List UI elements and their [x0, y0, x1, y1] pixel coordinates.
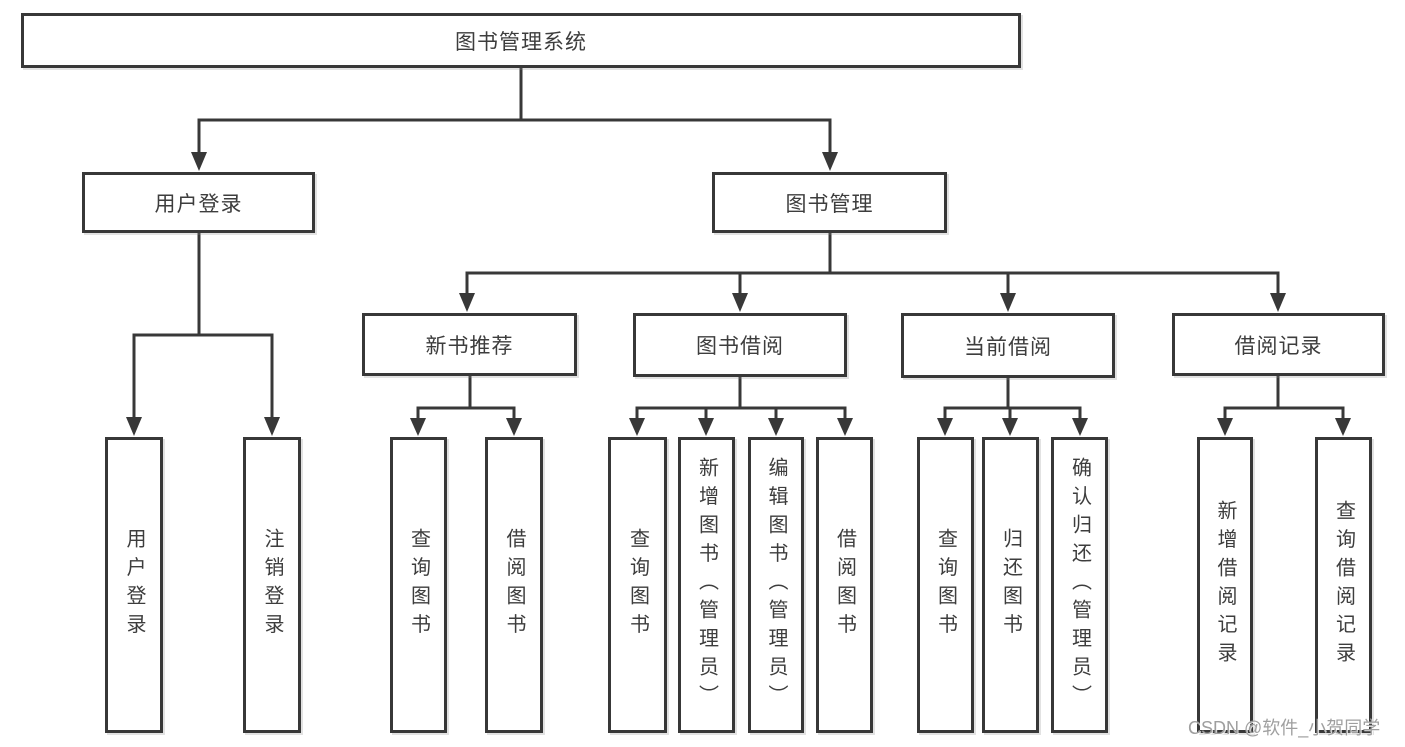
leaf-logout: 注销登录: [243, 437, 301, 733]
arrowhead-book-mgmt: [822, 152, 838, 171]
leaf-return-books: 归还图书: [982, 437, 1039, 733]
leaf-label: 注销登录: [261, 528, 283, 642]
arrowhead-leaf: [629, 418, 645, 436]
arrowhead-leaf: [937, 418, 953, 436]
leaf-label: 查询借阅记录: [1332, 499, 1355, 671]
arrowhead-leaf: [1072, 418, 1088, 436]
arrowhead-leaf: [126, 417, 142, 436]
node-borrow-records: 借阅记录: [1172, 313, 1385, 376]
leaf-borrow-books: 借阅图书: [816, 437, 873, 733]
leaf-borrow-books-recommend: 借阅图书: [485, 437, 543, 733]
leaf-confirm-return-admin: 确认归还（管理员）: [1051, 437, 1108, 733]
leaf-label: 新增借阅记录: [1214, 499, 1236, 671]
arrowhead-level3: [459, 293, 475, 312]
leaf-user-login: 用户登录: [105, 437, 163, 733]
arrowhead-leaf: [1335, 418, 1351, 436]
node-current-borrow-label: 当前借阅: [964, 335, 1052, 359]
arrowhead-level3: [1270, 293, 1286, 312]
node-book-borrow-label: 图书借阅: [696, 335, 784, 358]
node-borrow-records-label: 借阅记录: [1234, 334, 1323, 358]
leaf-label: 新增图书（管理员）: [695, 457, 718, 713]
watermark-text: CSDN @软件_小贺同学: [1188, 718, 1381, 738]
arrowhead-leaf: [264, 417, 280, 436]
arrowhead-level3: [732, 293, 748, 312]
leaf-edit-books-admin: 编辑图书（管理员）: [748, 437, 804, 733]
leaf-label: 借阅图书: [503, 528, 525, 642]
arrowhead-leaf: [1217, 418, 1233, 436]
arrowhead-leaf: [698, 418, 714, 436]
node-new-book-recommend: 新书推荐: [362, 313, 577, 376]
node-book-borrow: 图书借阅: [633, 313, 847, 377]
node-user-login: 用户登录: [82, 172, 315, 233]
node-user-login-label: 用户登录: [154, 192, 243, 216]
leaf-query-books-recommend: 查询图书: [390, 437, 447, 733]
node-new-book-recommend-label: 新书推荐: [425, 334, 514, 358]
arrowhead-leaf: [1002, 418, 1018, 436]
leaf-label: 确认归还（管理员）: [1068, 457, 1091, 713]
leaf-add-borrow-record: 新增借阅记录: [1197, 437, 1253, 733]
arrowhead-level3: [1000, 293, 1016, 312]
arrowhead-user-login: [191, 152, 207, 171]
node-root: 图书管理系统: [21, 13, 1021, 68]
leaf-query-books-borrow: 查询图书: [608, 437, 667, 733]
arrowhead-leaf: [768, 418, 784, 436]
node-book-management-label: 图书管理: [785, 192, 874, 216]
node-root-label: 图书管理系统: [455, 30, 587, 54]
leaf-query-books-current: 查询图书: [917, 437, 974, 733]
leaf-label: 编辑图书（管理员）: [765, 457, 787, 713]
leaf-add-books-admin: 新增图书（管理员）: [678, 437, 735, 733]
leaf-label: 用户登录: [123, 528, 145, 642]
leaf-label: 查询图书: [934, 528, 957, 642]
leaf-query-borrow-record: 查询借阅记录: [1315, 437, 1372, 733]
arrowhead-leaf: [410, 418, 426, 436]
node-current-borrow: 当前借阅: [901, 313, 1115, 378]
leaf-label: 查询图书: [626, 528, 649, 642]
leaf-label: 借阅图书: [833, 528, 856, 642]
leaf-label: 查询图书: [407, 528, 430, 642]
arrowhead-leaf: [837, 418, 853, 436]
arrowhead-leaf: [506, 418, 522, 436]
node-book-management: 图书管理: [712, 172, 947, 233]
leaf-label: 归还图书: [999, 528, 1022, 642]
